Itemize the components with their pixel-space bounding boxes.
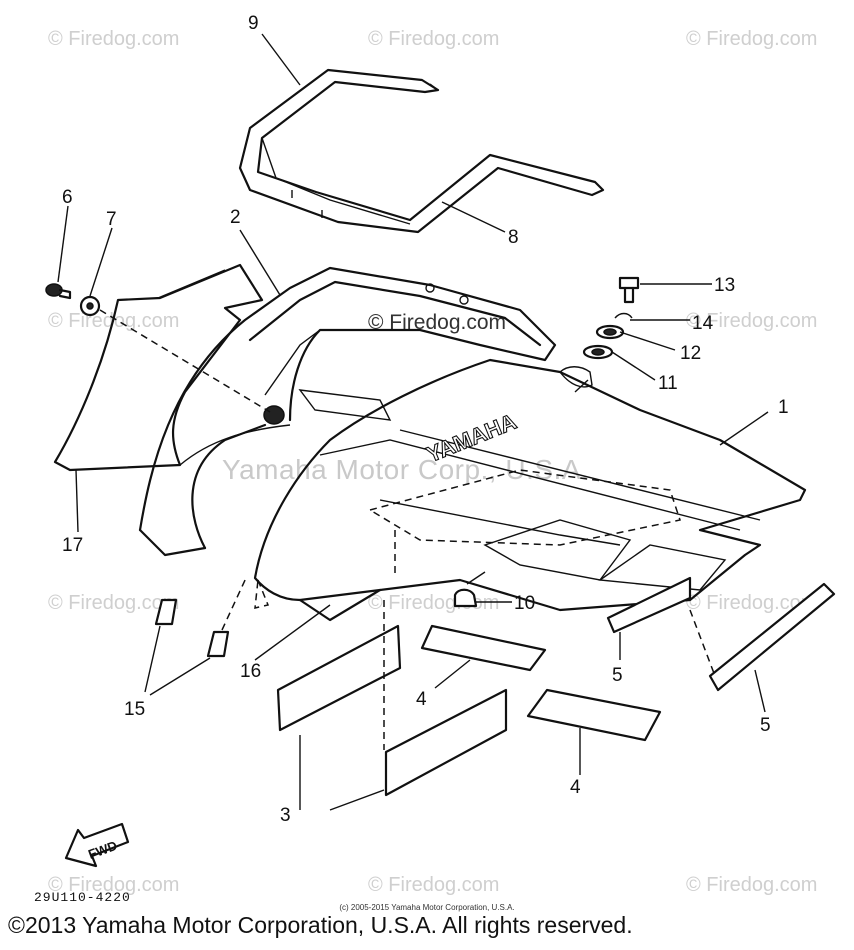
- watermark: © Firedog.com: [48, 592, 180, 614]
- callout-5: 5: [612, 665, 623, 686]
- watermark: © Firedog.com: [686, 28, 818, 50]
- callout-13: 13: [714, 275, 736, 296]
- callout-16: 16: [240, 661, 262, 682]
- grommet-10: [453, 571, 512, 608]
- side-panel: [53, 263, 264, 472]
- watermark-center: © Firedog.com: [368, 311, 507, 334]
- watermark: © Firedog.com: [368, 874, 500, 896]
- callout-15: 15: [124, 699, 146, 720]
- hood-frame: [138, 266, 557, 557]
- callout-10: 10: [514, 593, 536, 614]
- callout-8: 8: [508, 227, 519, 248]
- yamaha-logo: YAMAHA: [423, 409, 520, 468]
- strips-5: [606, 576, 836, 713]
- callout-3: 3: [280, 805, 291, 826]
- nut-7: [79, 295, 101, 317]
- callout-4: 4: [416, 689, 427, 710]
- callout-17: 17: [62, 535, 84, 556]
- watermark-large: Yamaha Motor Corp., U.S.A.: [222, 454, 590, 485]
- callout-4: 4: [570, 777, 581, 798]
- forward-arrow: FWD: [64, 822, 130, 868]
- callout-6: 6: [62, 187, 73, 208]
- watermark: © Firedog.com: [368, 28, 500, 50]
- bolt-6: [45, 283, 72, 300]
- main-cover: YAMAHA: [253, 358, 807, 622]
- callout-14: 14: [692, 313, 714, 334]
- callout-5: 5: [760, 715, 771, 736]
- callout-7: 7: [106, 209, 117, 230]
- small-copyright: (c) 2005-2015 Yamaha Motor Corporation, …: [339, 903, 515, 912]
- watermark: © Firedog.com: [48, 874, 180, 896]
- callout-12: 12: [680, 343, 702, 364]
- watermark: © Firedog.com: [686, 874, 818, 896]
- plates-4: [420, 624, 662, 775]
- callout-1: 1: [778, 397, 789, 418]
- watermark: © Firedog.com: [48, 28, 180, 50]
- grip-bar: [238, 68, 605, 234]
- pad-15: [144, 577, 270, 696]
- callout-2: 2: [230, 207, 241, 228]
- plates-3: [276, 600, 508, 811]
- copyright-footer: ©2013 Yamaha Motor Corporation, U.S.A. A…: [8, 912, 633, 938]
- part-code: 29U110-4220: [34, 890, 131, 905]
- watermark: © Firedog.com: [686, 592, 818, 614]
- callout-11: 11: [658, 373, 678, 394]
- callout-9: 9: [248, 13, 259, 34]
- hardware-stack: [574, 276, 712, 393]
- watermark: © Firedog.com: [686, 310, 818, 332]
